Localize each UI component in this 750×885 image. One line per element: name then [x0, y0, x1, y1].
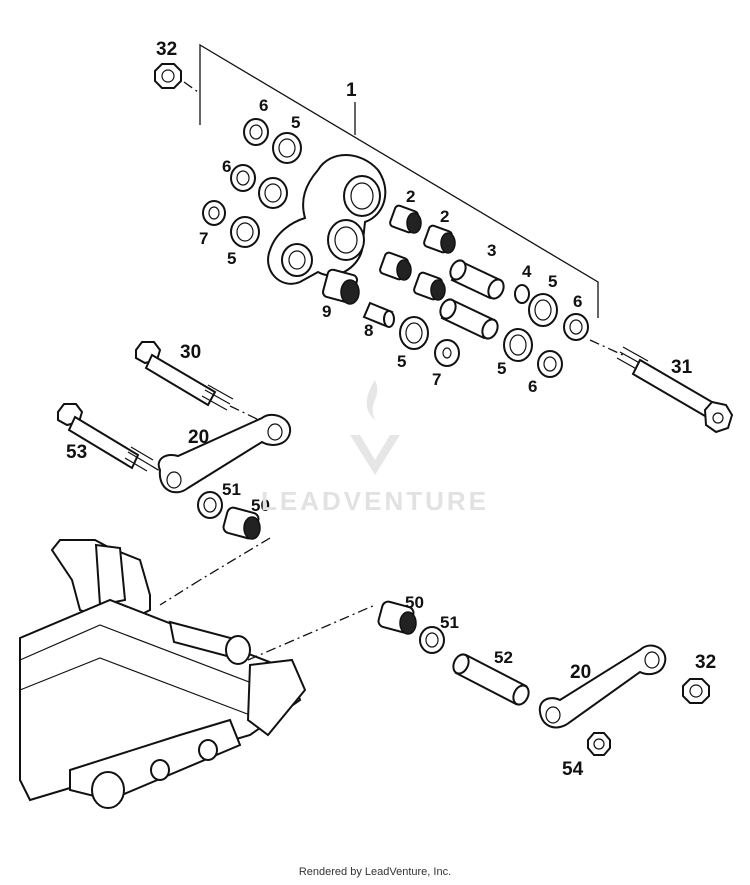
part-5-ring-b[interactable]	[258, 177, 288, 209]
callout-6-d: 6	[528, 377, 537, 396]
callout-5-a: 5	[291, 113, 300, 132]
part-2-bearing-b[interactable]	[423, 224, 456, 254]
part-6-seal-a[interactable]	[243, 118, 269, 146]
part-51-ring-lower[interactable]	[419, 626, 445, 654]
callout-5-e: 5	[497, 359, 506, 378]
part-2-bearing-d[interactable]	[413, 271, 446, 301]
part-7-washer-b[interactable]	[434, 339, 460, 367]
watermark-logo-icon	[350, 380, 400, 475]
part-3-sleeve-b[interactable]	[437, 297, 500, 341]
callout-6-c: 6	[573, 292, 582, 311]
callout-3: 3	[487, 241, 496, 260]
callout-32-top: 32	[156, 39, 177, 60]
part-32-nut-lower[interactable]	[682, 678, 710, 704]
callout-8: 8	[364, 321, 373, 340]
callout-20-lower: 20	[570, 662, 591, 683]
callout-5-c: 5	[548, 272, 557, 291]
callout-2-a: 2	[406, 187, 415, 206]
part-32-nut-top[interactable]	[154, 63, 199, 93]
part-6-seal-b[interactable]	[230, 164, 256, 192]
part-54-nut[interactable]	[587, 732, 611, 756]
callout-7-b: 7	[432, 370, 441, 389]
part-5-ring-c[interactable]	[230, 216, 260, 248]
callout-53: 53	[66, 442, 87, 463]
callout-6-a: 6	[259, 96, 268, 115]
part-4-washer[interactable]	[514, 284, 530, 304]
callout-2-b: 2	[440, 207, 449, 226]
callout-32-lower: 32	[695, 652, 716, 673]
callout-9: 9	[322, 302, 331, 321]
callout-52: 52	[494, 648, 513, 667]
callout-5-d: 5	[397, 352, 406, 371]
callout-31: 31	[671, 357, 693, 378]
part-53-bolt[interactable]	[57, 403, 166, 475]
callout-20-upper: 20	[188, 427, 209, 448]
callout-50-lower: 50	[405, 593, 424, 612]
part-5-ring-f[interactable]	[399, 316, 429, 350]
callout-4: 4	[522, 262, 532, 281]
callout-51-lower: 51	[440, 613, 459, 632]
part-6-seal-d[interactable]	[537, 350, 563, 378]
part-20-link-lower[interactable]	[538, 644, 667, 729]
callout-5-b: 5	[227, 249, 236, 268]
part-2-bearing-c[interactable]	[379, 251, 412, 281]
part-5-ring-d[interactable]	[528, 293, 558, 327]
callout-6-b: 6	[222, 157, 231, 176]
part-51-ring-upper[interactable]	[197, 491, 223, 519]
part-3-sleeve-a[interactable]	[447, 258, 506, 301]
part-6-seal-c[interactable]	[563, 313, 589, 341]
callout-labels: 32 1 6 5 6 7 5 2 2 3 4 5 6 9 8 5 7 5 6 3…	[66, 39, 716, 780]
callout-54: 54	[562, 759, 584, 780]
part-2-bearing-a[interactable]	[389, 204, 422, 234]
part-50-bearing-lower[interactable]	[377, 600, 417, 635]
assembly-1-bracket	[199, 43, 599, 318]
part-7-washer-a[interactable]	[202, 200, 226, 226]
callout-50-upper: 50	[251, 496, 270, 515]
part-5-ring-e[interactable]	[503, 328, 533, 362]
part-frame	[19, 539, 376, 809]
part-31-bolt[interactable]	[589, 339, 734, 434]
callout-30: 30	[180, 342, 201, 363]
part-30-bolt[interactable]	[135, 341, 291, 436]
watermark-text: LEADVENTURE	[260, 486, 489, 516]
callout-1: 1	[346, 80, 357, 101]
callout-51-upper: 51	[222, 480, 241, 499]
callout-7-a: 7	[199, 229, 208, 248]
part-8-sleeve[interactable]	[362, 301, 395, 328]
part-20-link-upper[interactable]	[157, 413, 292, 494]
part-rocker-arm[interactable]	[267, 154, 387, 285]
footer-credit: Rendered by LeadVenture, Inc.	[298, 866, 452, 878]
part-5-ring-a[interactable]	[272, 132, 302, 164]
part-50-bearing-upper[interactable]	[199, 506, 271, 581]
part-9-bearing[interactable]	[322, 268, 360, 305]
part-52-sleeve[interactable]	[450, 652, 531, 707]
